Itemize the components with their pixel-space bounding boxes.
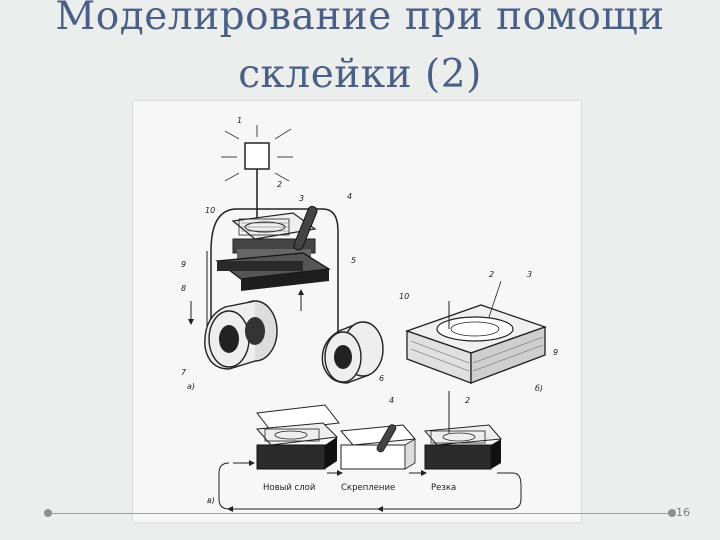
label-panel-a: а) bbox=[187, 382, 195, 391]
lom-diagram: 1 2 3 4 5 6 7 8 9 10 а) 2 3 10 9 б) bbox=[181, 116, 558, 512]
label-panel-v: в) bbox=[207, 496, 215, 505]
footer-divider bbox=[48, 513, 672, 514]
label-2c: 2 bbox=[465, 396, 470, 405]
label-4: 4 bbox=[347, 192, 352, 201]
supply-roll bbox=[204, 300, 278, 370]
build-platform bbox=[215, 252, 331, 291]
heated-roller bbox=[293, 205, 318, 251]
label-1: 1 bbox=[237, 116, 242, 125]
page-number: 16 bbox=[676, 506, 690, 519]
label-3: 3 bbox=[299, 194, 304, 203]
label-4c: 4 bbox=[389, 396, 394, 405]
label-5: 5 bbox=[351, 256, 356, 265]
caption-bonding: Скрепление bbox=[341, 483, 395, 493]
part-stack bbox=[231, 212, 317, 259]
label-10: 10 bbox=[205, 206, 215, 215]
slide-title-line2: склейки (2) bbox=[238, 52, 482, 97]
step-new-layer bbox=[255, 404, 340, 470]
laser-source bbox=[221, 125, 293, 229]
label-7: 7 bbox=[181, 368, 187, 377]
label-2: 2 bbox=[277, 180, 282, 189]
label-6: 6 bbox=[379, 374, 384, 383]
label-9b: 9 bbox=[553, 348, 558, 357]
takeup-roll bbox=[321, 321, 384, 384]
label-panel-b: б) bbox=[535, 384, 543, 393]
label-2b: 2 bbox=[489, 270, 494, 279]
footer-dot-left bbox=[44, 509, 52, 517]
step-bonding bbox=[339, 424, 417, 470]
process-cycle-arrows bbox=[218, 460, 522, 512]
label-8: 8 bbox=[181, 284, 186, 293]
label-9: 9 bbox=[181, 260, 186, 269]
step-cutting bbox=[423, 391, 503, 470]
label-10b: 10 bbox=[399, 292, 409, 301]
lom-process-figure: 1 2 3 4 5 6 7 8 9 10 а) 2 3 10 9 б) bbox=[133, 101, 581, 522]
finished-block bbox=[405, 280, 547, 384]
slide-title-line1: Моделирование при помощи bbox=[55, 0, 665, 39]
label-3b: 3 bbox=[527, 270, 532, 279]
caption-new-layer: Новый слой bbox=[263, 483, 315, 493]
caption-cutting: Резка bbox=[431, 483, 456, 493]
footer-dot-right bbox=[668, 509, 676, 517]
